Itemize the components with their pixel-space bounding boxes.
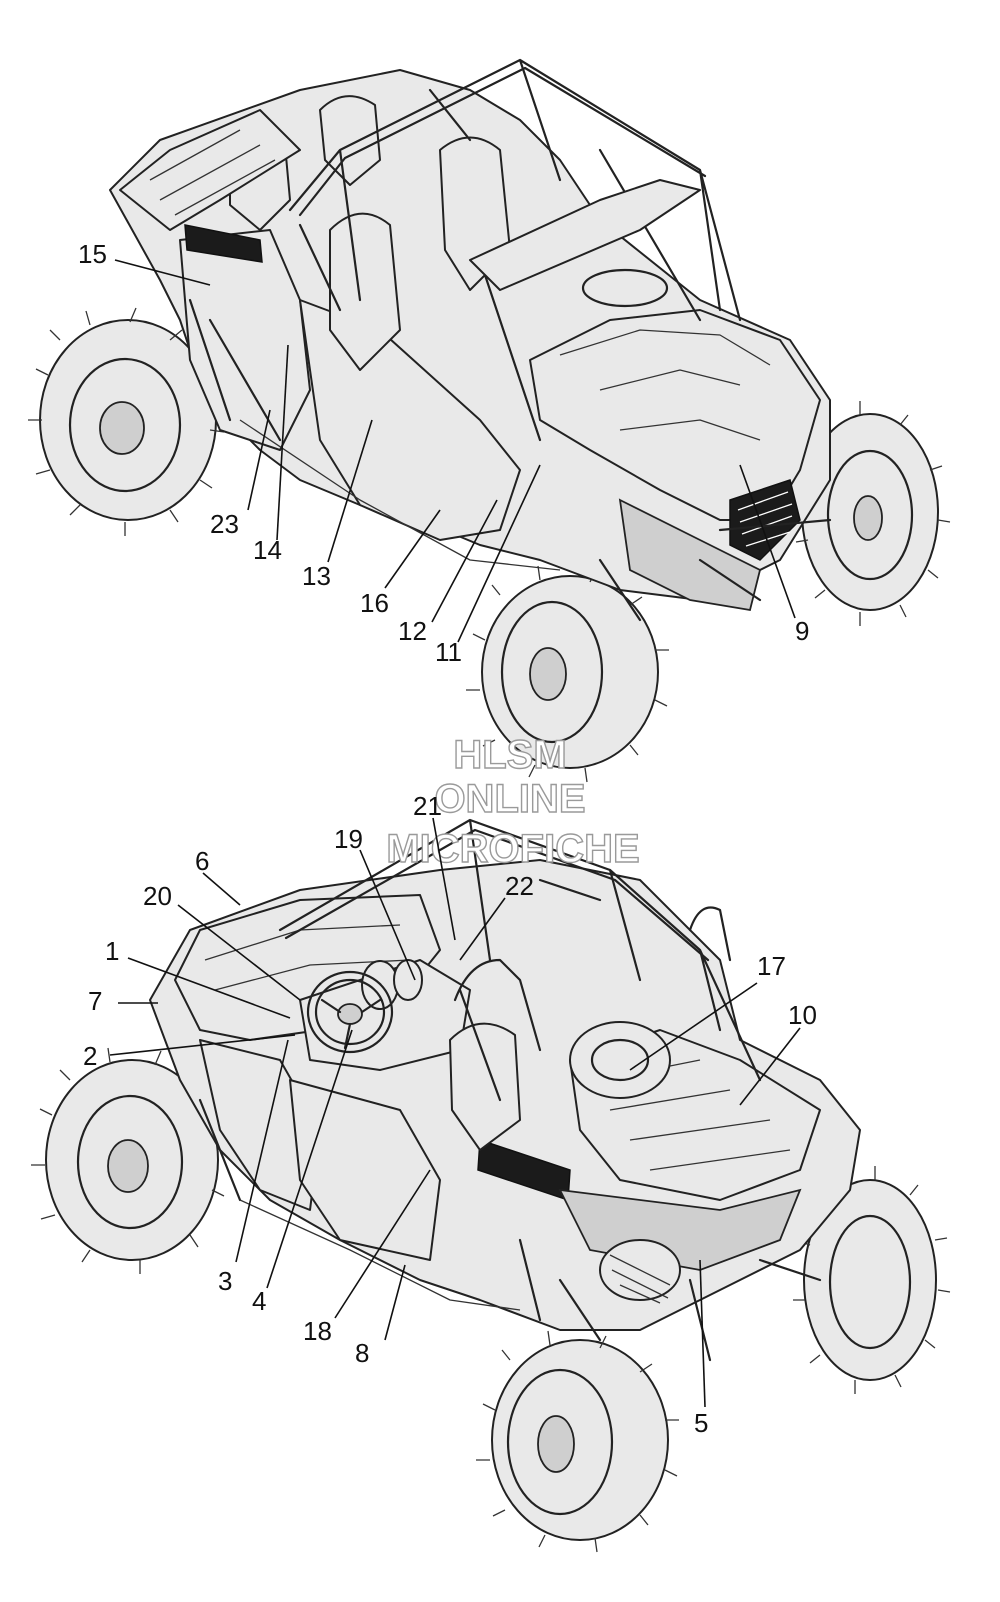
tire-front-left-bottom bbox=[476, 1330, 679, 1553]
callout-17: 17 bbox=[757, 951, 786, 981]
callout-2: 2 bbox=[83, 1041, 97, 1071]
callout-5: 5 bbox=[694, 1408, 708, 1438]
callout-12: 12 bbox=[398, 616, 427, 646]
callout-10: 10 bbox=[788, 1000, 817, 1030]
watermark-line3: MICROFICHE bbox=[386, 827, 639, 871]
tire-rear-right-bottom bbox=[793, 1166, 951, 1394]
tire-front-left-top bbox=[466, 565, 669, 783]
callout-15: 15 bbox=[78, 239, 107, 269]
tire-front-right-top bbox=[795, 401, 951, 626]
callout-13: 13 bbox=[302, 561, 331, 591]
callout-21: 21 bbox=[413, 791, 442, 821]
vehicle-bottom-illustration bbox=[31, 818, 951, 1553]
callout-18: 18 bbox=[303, 1316, 332, 1346]
callout-14: 14 bbox=[253, 535, 282, 565]
callout-4: 4 bbox=[252, 1286, 266, 1316]
callout-9: 9 bbox=[795, 616, 809, 646]
callout-8: 8 bbox=[355, 1338, 369, 1368]
watermark: HLSM ONLINE MICROFICHE bbox=[386, 732, 641, 871]
callout-7: 7 bbox=[88, 986, 102, 1016]
callout-22: 22 bbox=[505, 871, 534, 901]
callout-19: 19 bbox=[334, 824, 363, 854]
callout-labels: 15 23 14 13 16 12 11 9 21 19 6 22 20 1 1… bbox=[78, 239, 817, 1438]
watermark-line1: HLSM bbox=[453, 733, 566, 777]
vehicle-top-illustration bbox=[28, 58, 951, 783]
callout-6: 6 bbox=[195, 846, 209, 876]
callout-16: 16 bbox=[360, 588, 389, 618]
callout-3: 3 bbox=[218, 1266, 232, 1296]
callout-1: 1 bbox=[105, 936, 119, 966]
leader-lines bbox=[109, 259, 801, 1408]
callout-11: 11 bbox=[435, 637, 462, 667]
steering-wheel bbox=[306, 970, 394, 1054]
callout-20: 20 bbox=[143, 881, 172, 911]
callout-23: 23 bbox=[210, 509, 239, 539]
tire-rear-left-top bbox=[28, 307, 225, 536]
watermark-line2: ONLINE bbox=[434, 777, 585, 821]
